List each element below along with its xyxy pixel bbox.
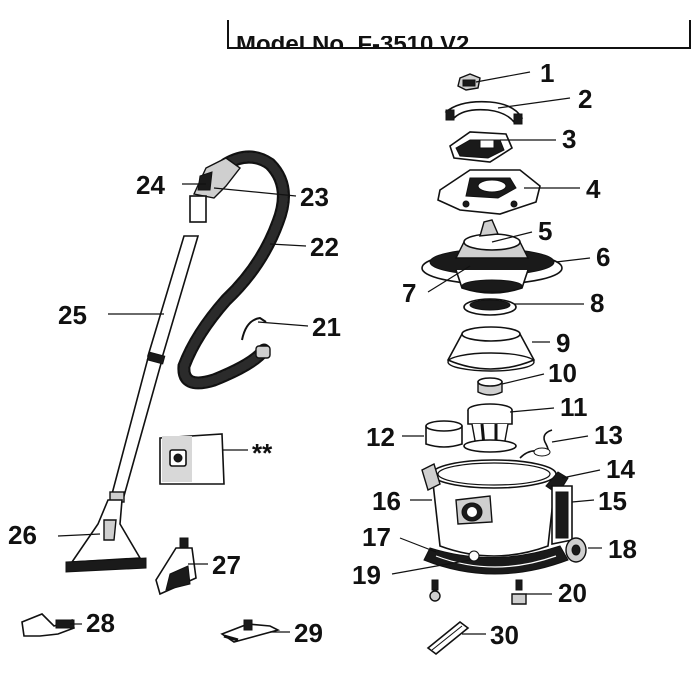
part-25-wand <box>109 235 200 503</box>
callout-8: 8 <box>590 288 604 318</box>
part-30-crevice <box>426 620 470 656</box>
part-1-knob <box>457 73 481 91</box>
callout-23: 23 <box>300 182 329 212</box>
callout-10: 10 <box>548 358 577 388</box>
leader-lines <box>57 71 602 635</box>
part-27-utility-nozzle <box>155 537 197 596</box>
callout-4: 4 <box>586 174 601 204</box>
part-17-19-base <box>423 545 569 575</box>
part-16-canister <box>431 459 557 557</box>
callout-bag: ** <box>252 438 273 468</box>
callout-11: 11 <box>560 392 588 422</box>
model-header: Model No. F-3510.V2 <box>227 20 691 58</box>
callout-29: 29 <box>294 618 323 648</box>
callout-16: 16 <box>372 486 401 516</box>
callout-26: 26 <box>8 520 37 550</box>
callout-3: 3 <box>562 124 576 154</box>
part-15-side-bracket <box>551 485 573 545</box>
callout-5: 5 <box>538 216 552 246</box>
part-11-float-cage <box>463 403 517 453</box>
callout-27: 27 <box>212 550 241 580</box>
part-20-casters <box>429 579 527 605</box>
part-21-hose-clip <box>241 316 267 341</box>
callout-14: 14 <box>606 454 635 484</box>
callout-19: 19 <box>352 560 381 590</box>
callout-7: 7 <box>402 278 416 308</box>
part-13-power-cord <box>519 429 553 459</box>
part-9-filter-cage <box>446 326 536 372</box>
part-2-carry-handle <box>444 100 524 125</box>
callout-13: 13 <box>594 420 623 450</box>
model-number-text: Model No. F-3510.V2 <box>236 31 469 58</box>
callout-15: 15 <box>598 486 627 516</box>
part-22-hose <box>177 150 290 390</box>
part-3-switch-cover <box>449 131 514 163</box>
callout-17: 17 <box>362 522 391 552</box>
callout-28: 28 <box>86 608 115 638</box>
callout-9: 9 <box>556 328 570 358</box>
part-12-cartridge-filter <box>425 420 463 448</box>
callout-12: 12 <box>366 422 395 452</box>
callout-21: 21 <box>312 312 341 342</box>
part-28-crevice-tool <box>21 613 75 637</box>
callout-labels: 1 2 3 4 5 6 7 8 9 10 11 12 13 14 15 16 1… <box>8 58 637 650</box>
part-23-24-hose-cuff <box>189 157 242 223</box>
part-26-floor-nozzle <box>65 499 147 573</box>
part-29-squeegee <box>220 619 281 643</box>
callout-30: 30 <box>490 620 519 650</box>
callout-24: 24 <box>136 170 165 200</box>
callout-25: 25 <box>58 300 87 330</box>
callout-1: 1 <box>540 58 554 88</box>
part-10-float-cap <box>477 377 503 396</box>
part-18-rear-wheel <box>565 537 587 563</box>
filter-bag <box>159 433 225 485</box>
part-8-foam-filter <box>463 298 517 316</box>
callout-22: 22 <box>310 232 339 262</box>
callout-2: 2 <box>578 84 592 114</box>
callout-6: 6 <box>596 242 610 272</box>
callout-20: 20 <box>558 578 587 608</box>
callout-18: 18 <box>608 534 637 564</box>
part-4-top-housing <box>437 169 541 215</box>
